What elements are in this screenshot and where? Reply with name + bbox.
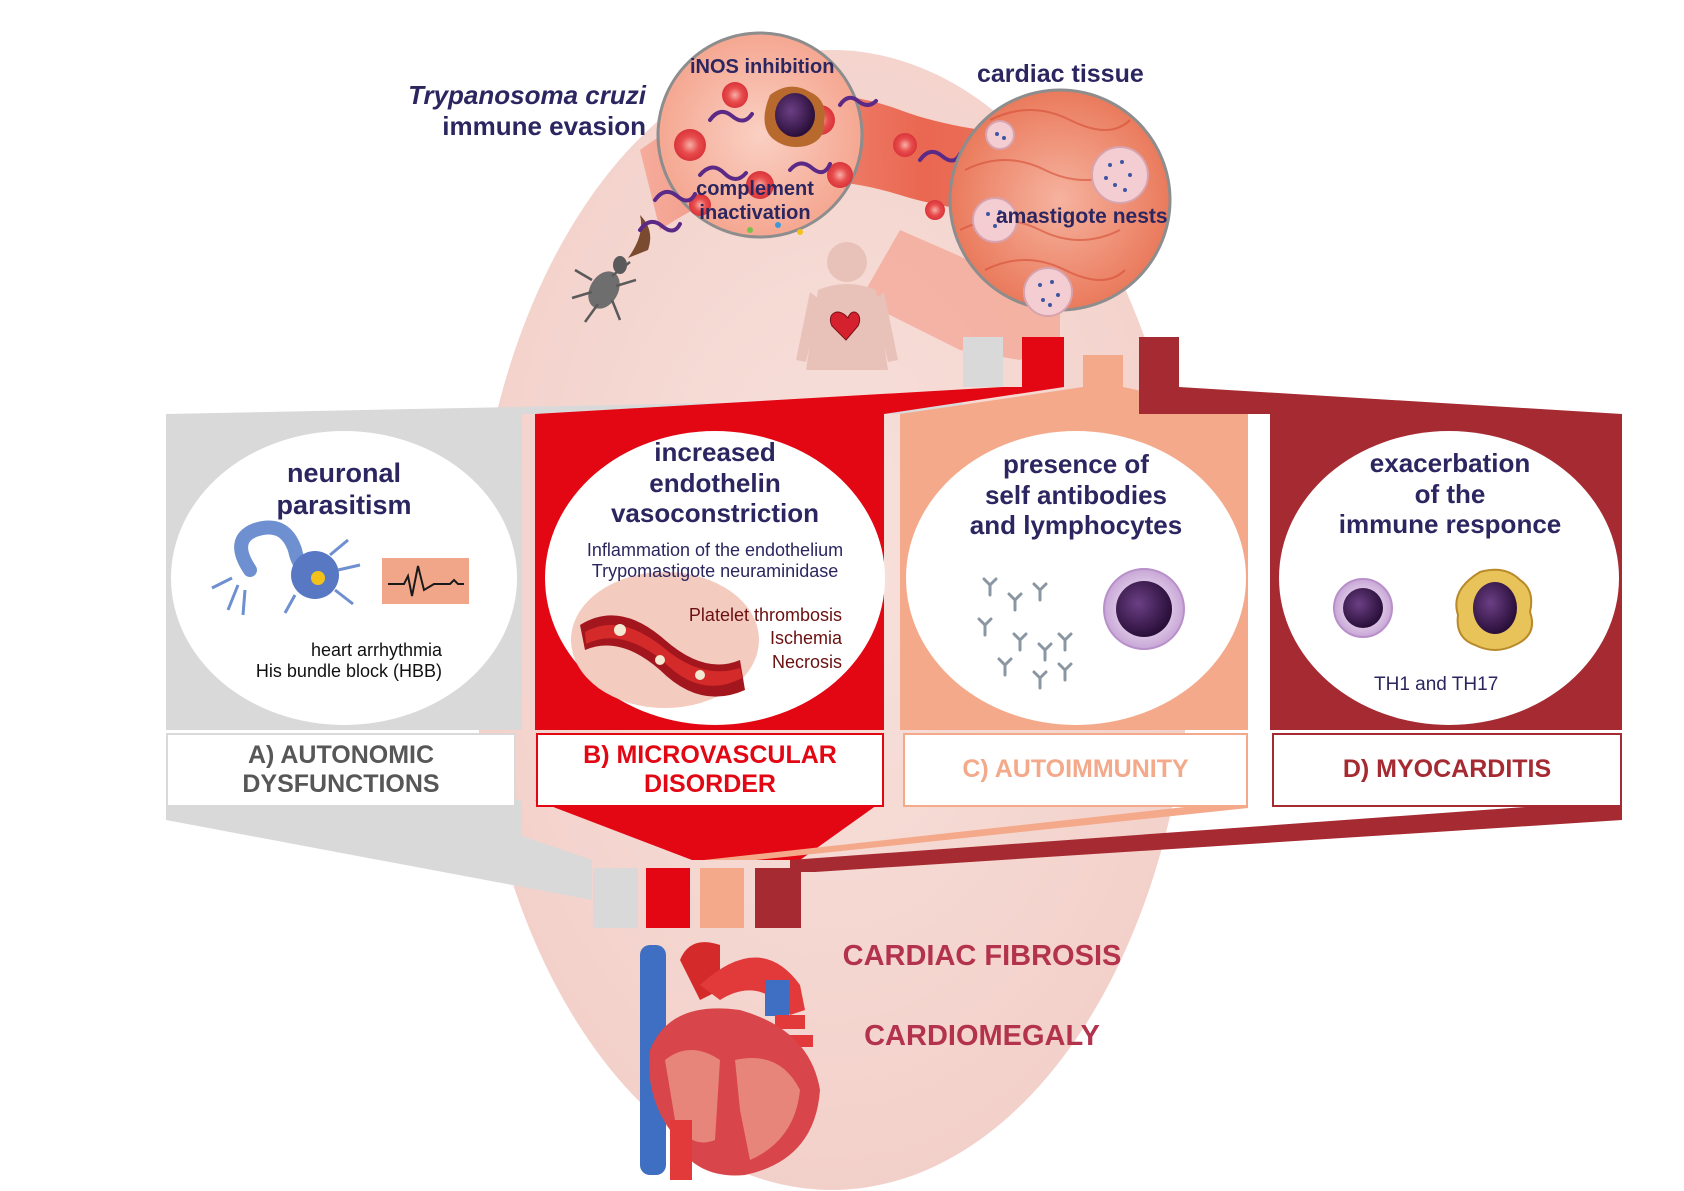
panel-b-detail-1: Platelet thrombosis: [688, 605, 842, 625]
cardiac-tissue-label: cardiac tissue: [977, 60, 1144, 88]
panel-d-label: D) MYOCARDITIS: [1272, 733, 1622, 807]
trypomastigote-trail: [638, 149, 962, 233]
macrophage-icon: [1455, 568, 1534, 651]
panel-c-oval: [906, 431, 1246, 725]
panel-a-detail-1: heart arrhythmia: [310, 640, 442, 660]
heart-anatomy-icon: [640, 942, 820, 1180]
complement-label: complement inactivation: [680, 178, 830, 225]
outcome-cardiac-fibrosis: CARDIAC FIBROSIS: [843, 940, 1122, 972]
heart-icon: [830, 311, 861, 341]
top-title: Trypanosoma cruzi immune evasion: [400, 80, 646, 141]
panel-b-title-line1: increased: [654, 437, 776, 467]
top-title-line2: immune evasion: [442, 110, 646, 141]
panel-b-subtitle-2: Trypomastigote neuraminidase: [591, 561, 839, 582]
panel-a-title-line2: parasitism: [276, 489, 412, 520]
panel-d-title-line1: exacerbation: [1369, 448, 1531, 478]
neuron-icon: [211, 520, 361, 616]
lymphocyte-icon: [1333, 578, 1393, 638]
panel-d-detail: TH1 and TH17: [1374, 674, 1499, 695]
panel-a-title: neuronal parasitism: [234, 458, 454, 522]
panel-b-label-line1: B) MICROVASCULAR: [583, 740, 837, 769]
antibody-icon: [977, 577, 1073, 690]
lymphocyte-icon: [1103, 568, 1185, 650]
panel-b-subtitle-1: Inflammation of the endothelium: [586, 540, 844, 560]
panel-d-title: exacerbation of the immune responce: [1310, 448, 1590, 540]
panel-a-label-line1: A) AUTONOMIC: [247, 740, 435, 769]
panel-a-label: A) AUTONOMIC DYSFUNCTIONS: [166, 733, 516, 807]
panel-a-label-line2: DYSFUNCTIONS: [242, 770, 440, 798]
panel-b-title-line3: vasoconstriction: [610, 498, 820, 529]
panel-b-detail-3: Necrosis: [771, 651, 842, 672]
panel-d-title-line3: immune responce: [1338, 509, 1562, 540]
inos-label: iNOS inhibition: [690, 56, 835, 78]
panel-b-label-line2: DISORDER: [644, 770, 776, 798]
panel-b-detail-2: Ischemia: [769, 628, 842, 649]
panel-a-title-line1: neuronal: [286, 458, 401, 488]
panel-b-label: B) MICROVASCULAR DISORDER: [536, 733, 884, 807]
panel-b-details: Platelet thrombosis Ischemia Necrosis: [640, 604, 842, 674]
top-title-line1: Trypanosoma cruzi: [408, 80, 646, 110]
panel-c-title-line2: self antibodies: [984, 479, 1168, 510]
panel-b-title-line2: endothelin: [649, 467, 781, 498]
panel-a-oval: [171, 431, 517, 725]
top-connectors: [963, 337, 1179, 387]
macrophage-icon: [764, 86, 825, 147]
panel-d-title-line2: of the: [1414, 478, 1486, 509]
panel-c-label: C) AUTOIMMUNITY: [903, 733, 1248, 807]
panel-d-oval: [1279, 431, 1619, 725]
complement-line1: complement: [696, 178, 814, 200]
cardiac-tissue-circle: [948, 88, 1172, 317]
panel-c-title-line1: presence of: [1003, 449, 1149, 479]
panel-a-details: heart arrhythmia His bundle block (HBB): [200, 640, 442, 682]
complement-line2: inactivation: [699, 201, 811, 224]
ecg-icon: [382, 558, 469, 604]
panel-c-title-line3: and lymphocytes: [969, 510, 1183, 541]
blood-vessel-icon: [571, 572, 759, 708]
immune-evasion-circle: [656, 31, 878, 239]
amastigote-nest-icon: [972, 120, 1149, 317]
panel-c-title: presence of self antibodies and lymphocy…: [936, 449, 1216, 541]
amastigote-label: amastigote nests: [996, 205, 1168, 228]
panel-a-detail-2: His bundle block (HBB): [255, 661, 442, 682]
panel-b-title: increased endothelin vasoconstriction: [575, 437, 855, 529]
outcome-cardiomegaly: CARDIOMEGALY: [864, 1020, 1100, 1052]
bottom-connectors: [593, 868, 801, 928]
panel-d-label-line1: D) MYOCARDITIS: [1342, 755, 1552, 784]
panel-b-subtitle: Inflammation of the endothelium Trypomas…: [570, 540, 860, 582]
trypomastigote-icon: [698, 95, 878, 181]
panel-c-label-line1: C) AUTOIMMUNITY: [962, 755, 1189, 784]
